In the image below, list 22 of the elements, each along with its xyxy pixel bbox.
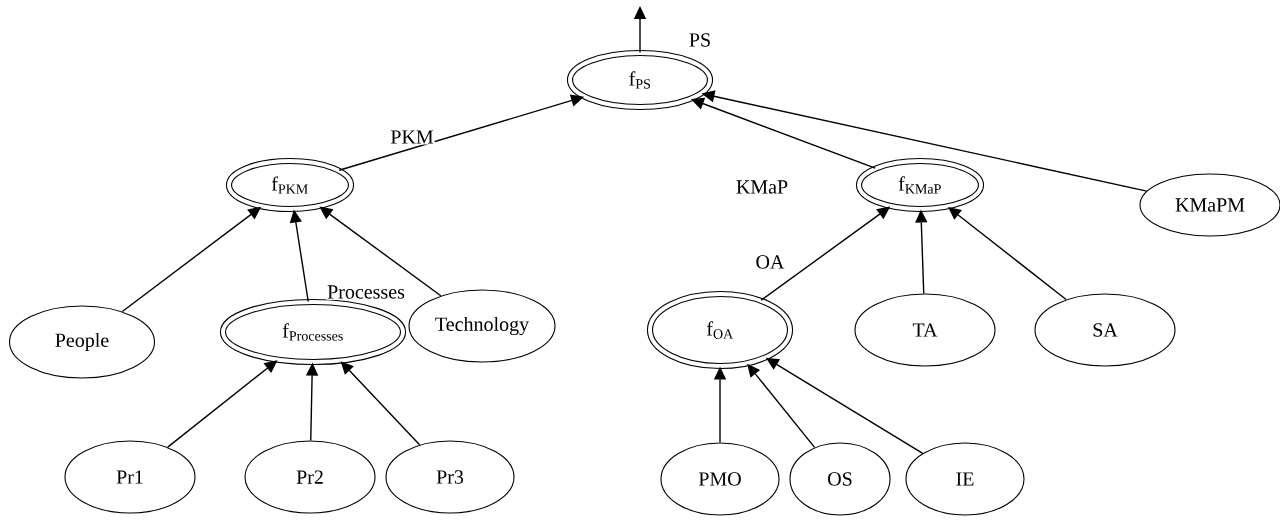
double-ellipse-node: $\mathrm{f}_{\mathrm{PKM}}$ [225, 157, 355, 213]
edge-label: PKM [389, 129, 435, 145]
double-ellipse-node: $\mathrm{f}_{\mathrm{KMaP}}$ [855, 157, 985, 213]
double-ellipse-node: $\mathrm{f}_{\mathrm{PS}}$ [566, 49, 714, 111]
double-ellipse-node: $\mathrm{f}_{\mathrm{OA}}$ [646, 290, 794, 370]
ellipse-node: Pr3 [385, 440, 515, 514]
ellipse-node: Technology [408, 289, 556, 363]
ellipse-node: Pr1 [64, 440, 196, 514]
edge-label: KMaP [734, 179, 790, 195]
ellipse-node: People [8, 305, 156, 379]
edge-label: OA [754, 254, 786, 270]
ellipse-node: IE [905, 442, 1025, 516]
ellipse-node: Pr2 [244, 440, 376, 514]
ellipse-node: TA [854, 293, 996, 367]
ellipse-node: OS [789, 442, 891, 516]
edge-label: PS [687, 32, 713, 48]
double-ellipse-node: $\mathrm{f}_{\mathrm{Processes}}$ [219, 298, 407, 366]
ellipse-node: PMO [660, 442, 780, 516]
arrow [338, 94, 584, 171]
arrow [340, 361, 421, 446]
edge-label: Processes [326, 284, 406, 300]
ellipse-node: SA [1034, 293, 1176, 367]
